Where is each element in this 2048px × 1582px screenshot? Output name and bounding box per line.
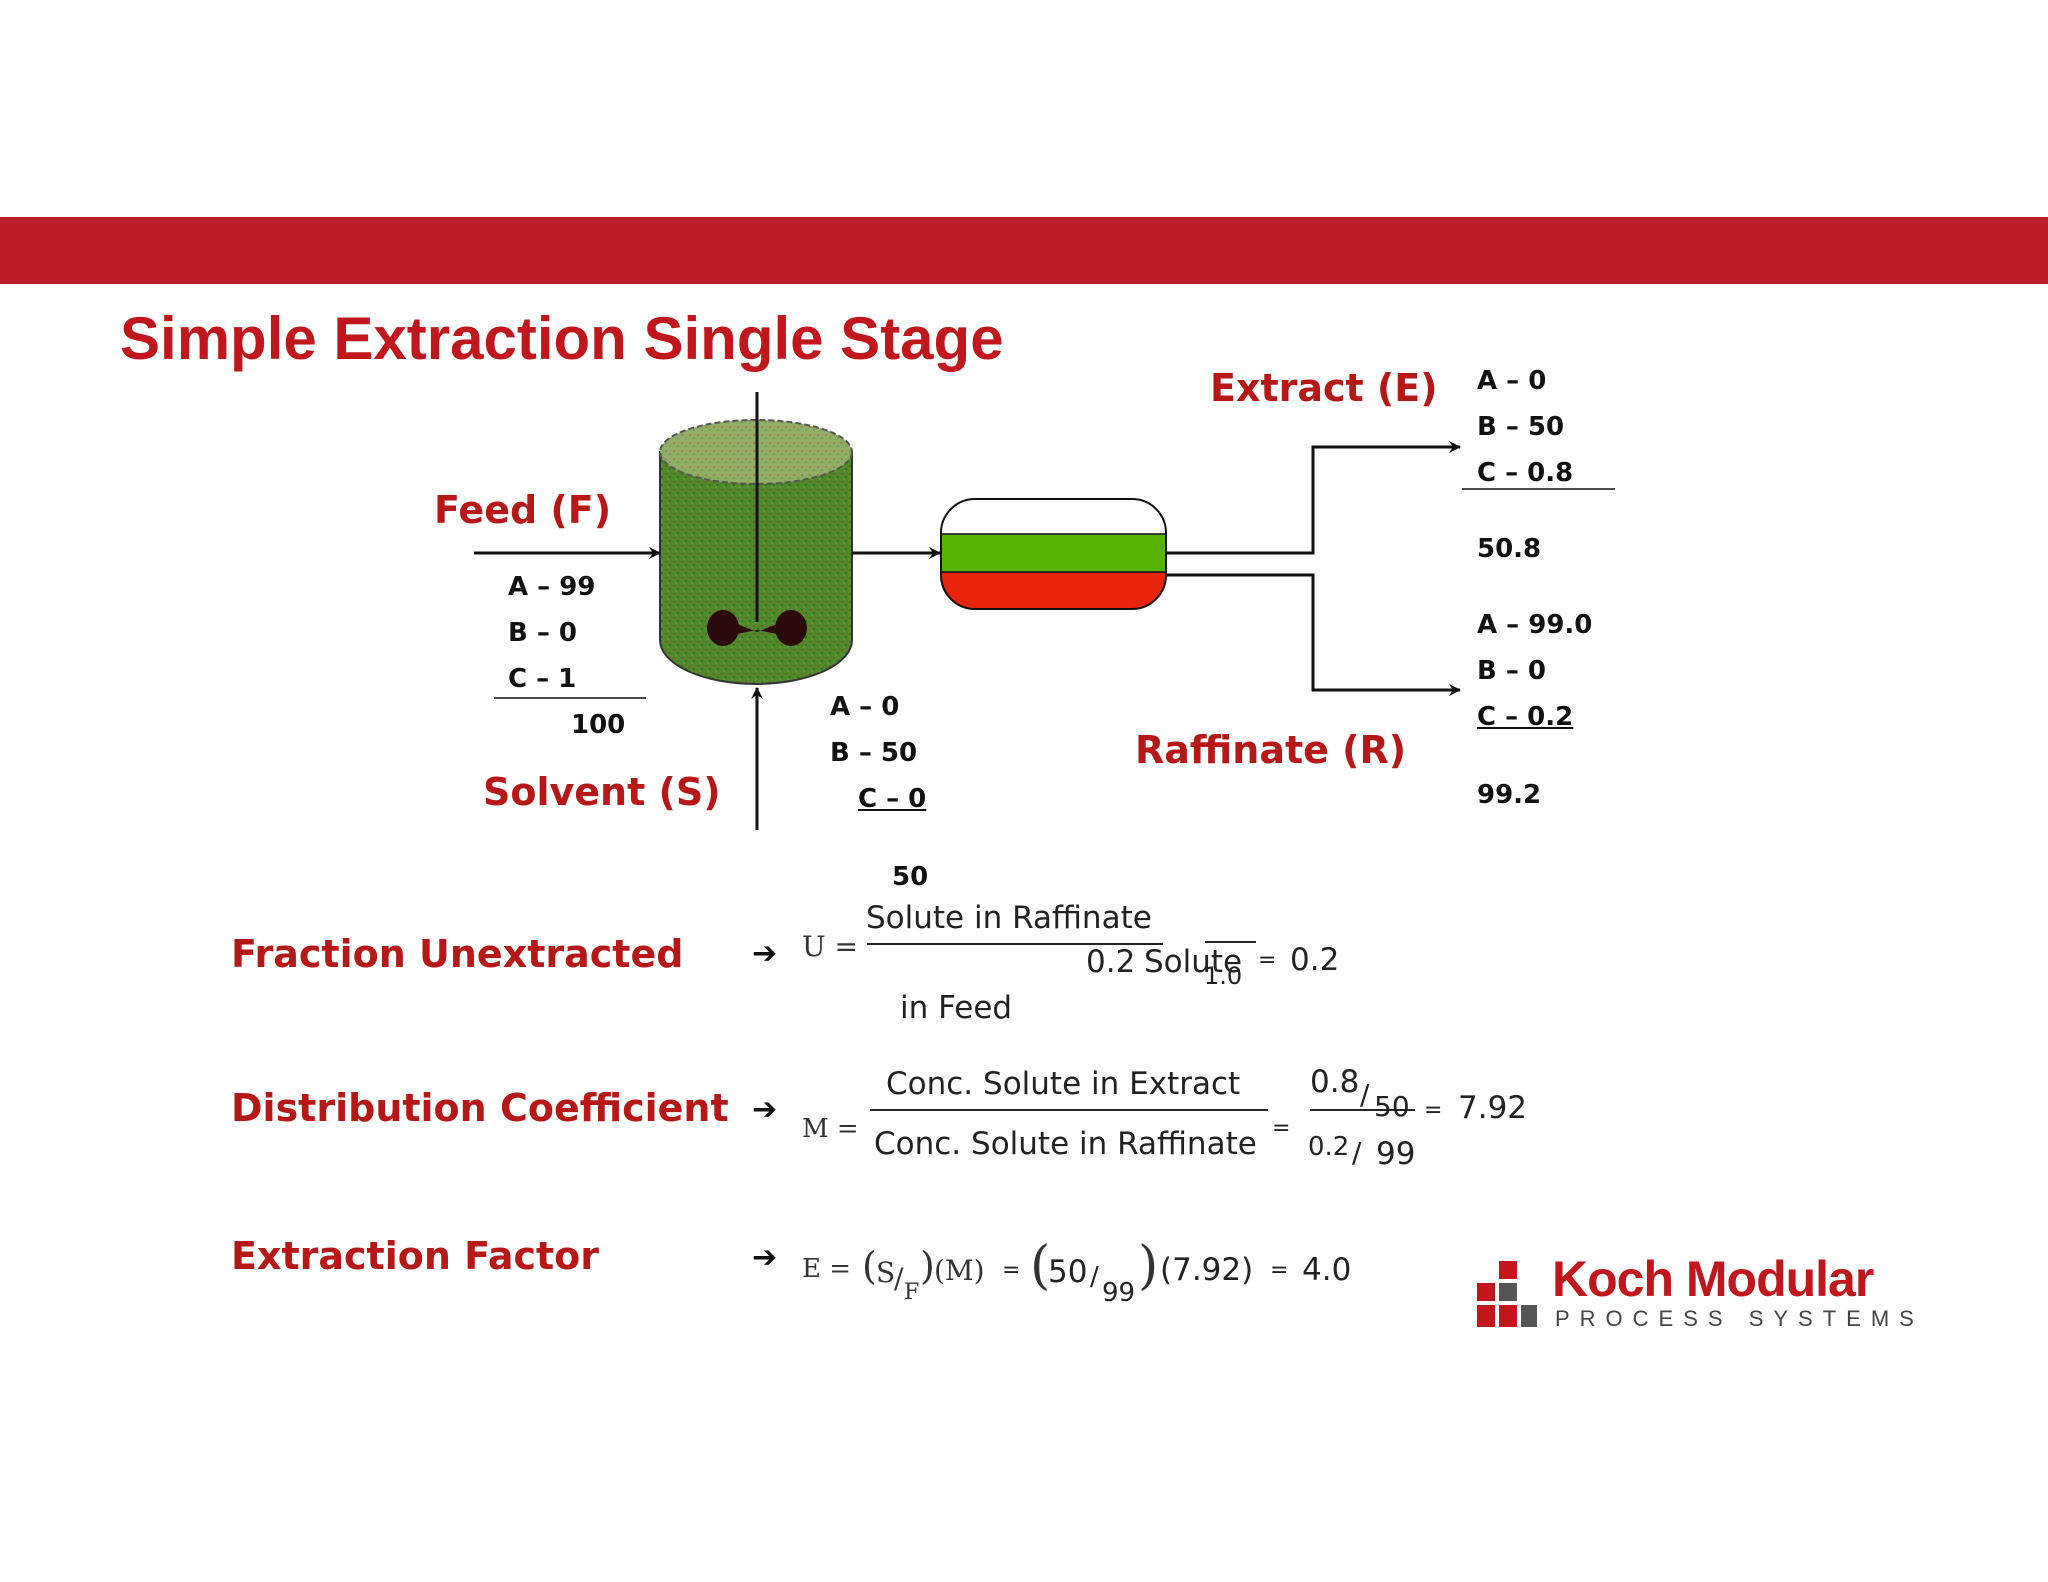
- solvent-total: 50: [892, 862, 929, 892]
- header-banner: [0, 217, 2048, 284]
- u-numerator: Solute in Raffinate: [866, 900, 1152, 936]
- e-paren-open: (: [862, 1244, 877, 1288]
- logo-tagline: PROCESS SYSTEMS: [1555, 1306, 1924, 1331]
- feed-b: B – 0: [508, 618, 578, 648]
- e-num: 50: [1048, 1254, 1088, 1290]
- e-equals-2: =: [1270, 1258, 1289, 1283]
- m-slash-2: /: [1352, 1136, 1362, 1169]
- m-frac1-den: 50: [1374, 1090, 1410, 1123]
- u-overlap-left: 0.2: [1086, 944, 1136, 980]
- mixer-tank-icon: [659, 392, 853, 685]
- raffinate-arrow-icon: [1166, 573, 1461, 696]
- e-big-paren-open: (: [1030, 1236, 1051, 1296]
- solvent-c: C – 0: [858, 784, 927, 814]
- feed-a: A – 99: [508, 572, 596, 602]
- e-s: S: [876, 1256, 896, 1289]
- m-numerator: Conc. Solute in Extract: [886, 1066, 1241, 1102]
- e-result: 4.0: [1302, 1252, 1352, 1288]
- extract-b: B – 50: [1477, 412, 1565, 442]
- raffinate-total: 99.2: [1477, 780, 1542, 810]
- u-equals: =: [1258, 948, 1277, 973]
- arrow-icon: ➔: [752, 1092, 778, 1127]
- extract-c: C – 0.8: [1477, 458, 1574, 488]
- extract-label: Extract (E): [1210, 366, 1438, 410]
- raffinate-a: A – 99.0: [1477, 610, 1593, 640]
- e-f: F: [904, 1280, 920, 1305]
- m-slash-1: /: [1360, 1078, 1370, 1111]
- arrow-icon: ➔: [752, 936, 778, 971]
- m-lhs: M =: [802, 1114, 859, 1144]
- e-slash-2: /: [1090, 1262, 1099, 1292]
- feed-total: 100: [571, 710, 626, 740]
- feed-label: Feed (F): [434, 488, 612, 532]
- u-overlap-word: Solute: [1144, 944, 1243, 980]
- u-small-denominator: 1.0: [1204, 962, 1243, 990]
- settler-vessel-icon: [940, 498, 1167, 610]
- raffinate-c: C – 0.2: [1477, 702, 1574, 732]
- e-coef: (7.92): [1160, 1252, 1254, 1288]
- m-frac1-num: 0.8: [1310, 1064, 1360, 1100]
- extraction-factor-label: Extraction Factor: [231, 1234, 600, 1278]
- u-denominator: in Feed: [900, 990, 1013, 1026]
- solvent-a: A – 0: [830, 692, 900, 722]
- raffinate-label: Raffinate (R): [1135, 728, 1407, 772]
- u-result: 0.2: [1290, 942, 1340, 978]
- logo-name: Koch Modular: [1552, 1251, 1874, 1307]
- solvent-label: Solvent (S): [483, 770, 721, 814]
- m-frac2-num: 0.2: [1308, 1132, 1350, 1162]
- m-result: 7.92: [1458, 1090, 1528, 1126]
- solvent-b: B – 50: [830, 738, 918, 768]
- fraction-unextracted-label: Fraction Unextracted: [231, 932, 684, 976]
- extract-a: A – 0: [1477, 366, 1547, 396]
- e-big-paren-close: ): [1138, 1236, 1159, 1296]
- distribution-coefficient-label: Distribution Coefficient: [231, 1086, 729, 1130]
- u-lhs: U =: [802, 930, 858, 963]
- m-frac2-den: 99: [1376, 1136, 1416, 1172]
- m-equals-1: =: [1272, 1116, 1291, 1141]
- e-paren-close: ): [920, 1244, 935, 1288]
- e-lhs: E =: [802, 1254, 852, 1284]
- e-den: 99: [1102, 1278, 1136, 1308]
- raffinate-b: B – 0: [1477, 656, 1547, 686]
- extract-arrow-icon: [1166, 441, 1461, 555]
- feed-c: C – 1: [508, 664, 577, 694]
- e-m-term: (M): [934, 1254, 985, 1287]
- e-slash: /: [894, 1262, 904, 1295]
- m-equals-2: =: [1424, 1098, 1443, 1123]
- e-equals-1: =: [1002, 1258, 1021, 1283]
- extract-total: 50.8: [1477, 534, 1542, 564]
- arrow-icon: ➔: [752, 1240, 778, 1275]
- page-title: Simple Extraction Single Stage: [120, 305, 1004, 372]
- m-denominator: Conc. Solute in Raffinate: [874, 1126, 1257, 1162]
